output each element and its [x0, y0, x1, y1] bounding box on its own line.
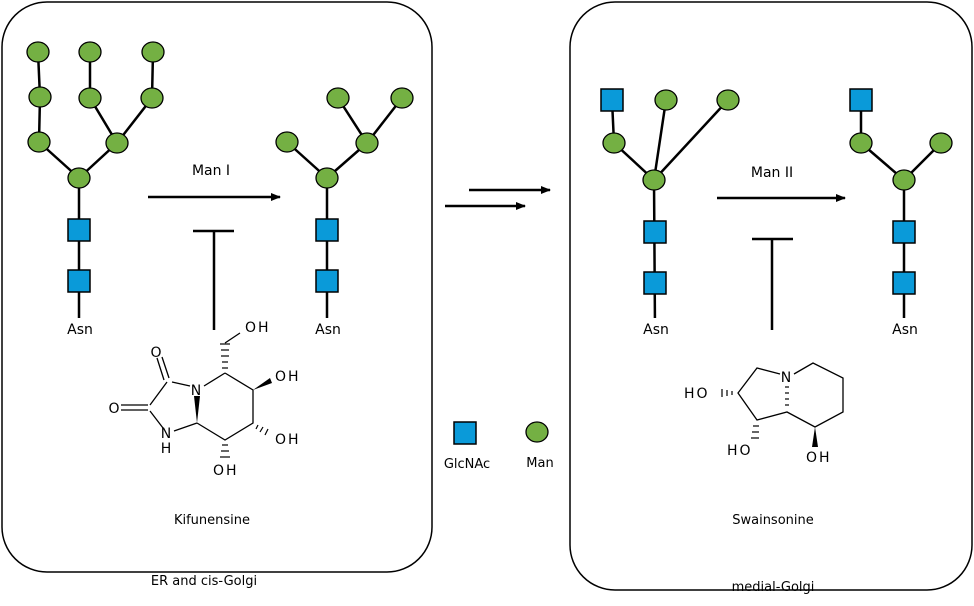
- er-cis-golgi-caption: ER and cis-Golgi: [151, 574, 257, 589]
- man-symbol: [525, 421, 549, 443]
- svg-text:N: N: [161, 426, 173, 442]
- svg-text:HO: HO: [727, 443, 753, 459]
- svg-text:OH: OH: [275, 432, 301, 448]
- glycan-glcnac-man3: Asn: [849, 88, 953, 338]
- svg-text:OH: OH: [245, 320, 271, 336]
- glycan-man9: Asn: [26, 41, 165, 338]
- svg-text:O: O: [150, 345, 163, 361]
- svg-text:H: H: [161, 441, 174, 457]
- svg-text:N: N: [191, 383, 203, 399]
- man-ii-inhibition-bar: [752, 237, 793, 330]
- svg-text:OH: OH: [213, 463, 239, 479]
- legend: GlcNAc Man: [444, 421, 554, 472]
- glycan-glcnac-man5: Asn: [600, 88, 740, 338]
- kifunensine-structure: N N H O O OH OH OH OH: [108, 320, 301, 479]
- svg-text:OH: OH: [806, 450, 832, 466]
- medial-golgi-caption: medial-Golgi: [732, 580, 815, 595]
- swainsonine-label: Swainsonine: [732, 513, 814, 528]
- man-ii-label: Man II: [751, 165, 793, 181]
- svg-text:OH: OH: [275, 369, 301, 385]
- svg-text:N: N: [781, 370, 793, 386]
- svg-text:Man: Man: [526, 456, 553, 471]
- kifunensine-label: Kifunensine: [174, 513, 250, 528]
- svg-text:HO: HO: [684, 386, 710, 402]
- er-cis-golgi-panel: [1, 1, 433, 573]
- glcnac-symbol: [453, 421, 477, 445]
- asn-label: Asn: [67, 322, 93, 338]
- svg-text:GlcNAc: GlcNAc: [444, 457, 490, 472]
- svg-text:O: O: [108, 401, 121, 417]
- swainsonine-structure: N HO HO OH: [684, 362, 844, 466]
- asn-label: Asn: [315, 322, 341, 338]
- man-i-label: Man I: [192, 163, 230, 179]
- asn-label: Asn: [643, 322, 669, 338]
- glycan-man5: Asn: [275, 87, 414, 338]
- medial-golgi-panel: [569, 1, 973, 591]
- man-i-inhibition-bar: [193, 229, 234, 330]
- asn-label: Asn: [892, 322, 918, 338]
